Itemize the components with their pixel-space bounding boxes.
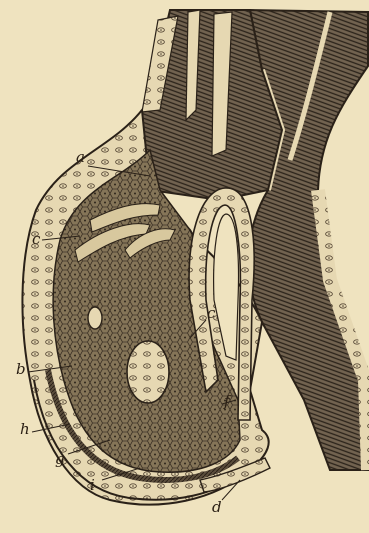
label-b: b (16, 362, 26, 377)
label-h: h (20, 422, 30, 437)
small-vacuole (88, 307, 102, 329)
label-g: g (55, 452, 65, 467)
label-f: f (224, 394, 230, 409)
label-d: d (212, 500, 222, 515)
label-c-right: c (207, 306, 215, 321)
label-c-left: c (32, 232, 40, 247)
large-vacuole (127, 341, 169, 403)
label-a: a (76, 150, 85, 165)
branching-duct (249, 10, 368, 470)
label-i: i (90, 478, 95, 493)
